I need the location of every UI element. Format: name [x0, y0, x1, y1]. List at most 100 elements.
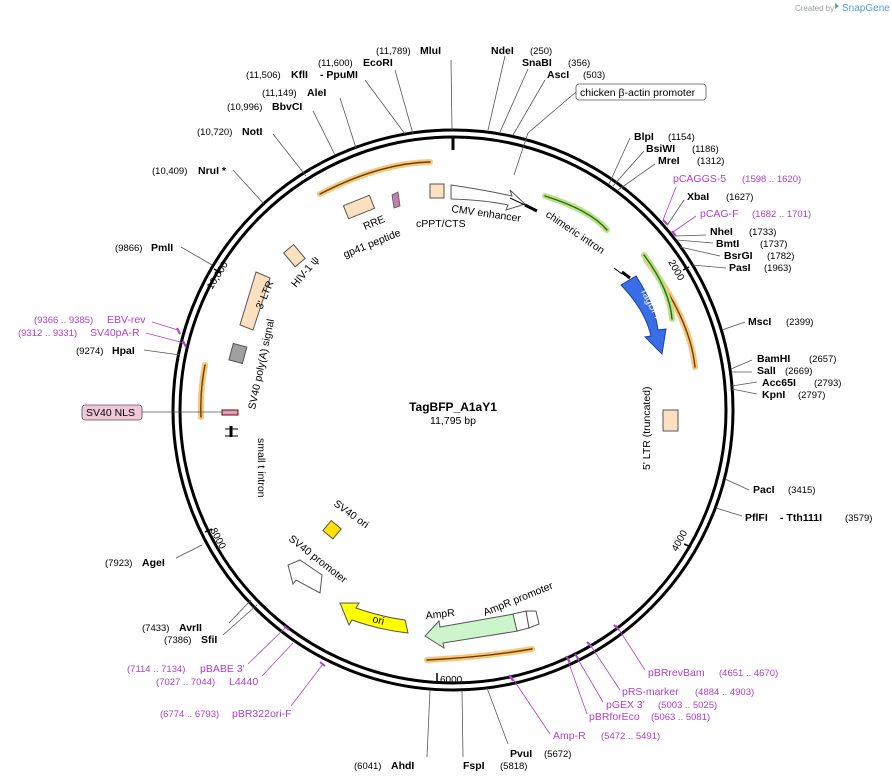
- enzyme-bsiwi[interactable]: BsiWI (1186): [612, 143, 719, 187]
- svg-text:SalI: SalI: [757, 365, 776, 377]
- svg-text:BsrGI: BsrGI: [724, 250, 753, 262]
- enzyme-xbai[interactable]: XbaI (1627): [667, 191, 753, 225]
- svg-text:pCAGGS-5: pCAGGS-5: [673, 173, 726, 185]
- enzyme-snabi[interactable]: SnaBI (356): [499, 57, 590, 133]
- primer-pbrrevbam[interactable]: pBRrevBam (4651 .. 4670): [613, 624, 778, 679]
- svg-text:(5472 .. 5491): (5472 .. 5491): [601, 731, 660, 742]
- orf-arcs: [197, 159, 698, 663]
- enzyme-hpai[interactable]: (9274) HpaI: [76, 345, 181, 357]
- svg-text:(5063 .. 5081): (5063 .. 5081): [651, 712, 710, 723]
- enzyme-mlui[interactable]: (11,789) MluI: [376, 45, 453, 131]
- ltr5-label: 5' LTR (truncated): [641, 386, 653, 470]
- enzyme-asci[interactable]: AscI (503): [512, 69, 605, 136]
- svg-text:(10,409): (10,409): [152, 166, 187, 177]
- svg-text:(7027 .. 7044): (7027 .. 7044): [156, 677, 215, 688]
- backbone-outer: [171, 128, 735, 692]
- enzyme-paci[interactable]: PacI (3415): [724, 478, 815, 496]
- enzyme-agei[interactable]: (7923) AgeI: [105, 544, 203, 569]
- enzyme-kpni[interactable]: KpnI (2797): [731, 388, 825, 401]
- ori-arrow: [339, 602, 409, 634]
- svg-text:AleI: AleI: [307, 87, 326, 99]
- svg-text:(4884 .. 4903): (4884 .. 4903): [695, 687, 754, 698]
- enzyme-ahdi[interactable]: (6041) AhdI: [354, 689, 431, 772]
- svg-text:AscI: AscI: [547, 69, 569, 81]
- chicken-actin-callout: chicken β-actin promoter: [527, 83, 707, 134]
- primer-prsmarker[interactable]: pRS-marker (4884 .. 4903): [586, 641, 754, 698]
- enzyme-pflfi[interactable]: PflFI - Tth111I (3579): [715, 507, 872, 524]
- polya-label: SV40 poly(A) signal: [246, 318, 277, 411]
- svg-text:NdeI: NdeI: [491, 45, 514, 57]
- small-t-label: small t intron: [255, 438, 267, 498]
- enzyme-fspi[interactable]: FspI (5818): [461, 689, 527, 772]
- primer-pcaggs5[interactable]: pCAGGS-5 (1598 .. 1620): [662, 173, 801, 226]
- svg-text:SV40pA-R: SV40pA-R: [90, 327, 140, 339]
- svg-text:(9366 .. 9385): (9366 .. 9385): [34, 315, 93, 326]
- enzyme-pmli[interactable]: (9866) PmlI: [115, 242, 213, 266]
- svg-text:(7433): (7433): [142, 623, 169, 634]
- svg-text:(1682 .. 1701): (1682 .. 1701): [752, 209, 811, 220]
- enzyme-noti[interactable]: (10,720) NotI: [197, 126, 307, 177]
- enzyme-bbvci[interactable]: (10,996) BbvCI: [227, 101, 336, 156]
- svg-text:SnaBI: SnaBI: [522, 57, 552, 69]
- svg-text:EcoRI: EcoRI: [363, 57, 393, 69]
- enzyme-nrui[interactable]: (10,409) NruI *: [152, 165, 265, 205]
- green-arcs: [542, 193, 675, 322]
- ltr5-box: [662, 409, 679, 432]
- enzyme-alei[interactable]: (11,149) AleI: [262, 87, 357, 149]
- svg-text:(1733): (1733): [749, 227, 776, 238]
- svg-text:pBR322ori-F: pBR322ori-F: [232, 708, 292, 720]
- svg-text:pCAG-F: pCAG-F: [700, 208, 739, 220]
- enzyme-kfli[interactable]: (11,506) KflI - PpuMI: [246, 69, 406, 135]
- rre-box: [342, 194, 376, 220]
- svg-text:SfiI: SfiI: [201, 634, 217, 646]
- enzyme-mrei[interactable]: MreI (1312): [617, 155, 724, 191]
- svg-text:AhdI: AhdI: [391, 760, 414, 772]
- svg-text:XbaI: XbaI: [687, 191, 709, 203]
- hiv-box: [282, 243, 306, 268]
- svg-text:pBRrevBam: pBRrevBam: [648, 667, 705, 679]
- enzyme-avrii[interactable]: (7433) AvrII: [142, 599, 252, 634]
- enzyme-msci[interactable]: MscI (2399): [721, 316, 813, 331]
- primer-pbrforeco[interactable]: pBRforEco (5063 .. 5081): [565, 655, 710, 723]
- tagbfp-arrow: [620, 275, 667, 356]
- svg-text:(1154): (1154): [668, 132, 695, 143]
- enzyme-bsrgi[interactable]: BsrGI (1782): [679, 246, 794, 262]
- brand-created-by: Created by: [795, 4, 834, 13]
- svg-text:(5003 .. 5025): (5003 .. 5025): [658, 700, 717, 711]
- svg-text:(9312 .. 9331): (9312 .. 9331): [18, 328, 77, 339]
- enzyme-ndei[interactable]: NdeI (250): [487, 45, 552, 131]
- primer-pcagf[interactable]: pCAG-F (1682 .. 1701): [671, 208, 811, 237]
- svg-text:(11,789): (11,789): [376, 46, 411, 57]
- svg-text:(356): (356): [568, 58, 590, 69]
- tick-6000: 6000: [436, 673, 463, 686]
- enzyme-sali[interactable]: SalI (2669): [731, 365, 812, 377]
- svg-text:(2399): (2399): [786, 317, 813, 328]
- primer-l4440[interactable]: (7027 .. 7044) L4440: [156, 642, 294, 688]
- primer-pbabe3[interactable]: (7114 .. 7134) pBABE 3': [127, 625, 290, 675]
- enzyme-bamhi[interactable]: BamHI (2657): [730, 353, 836, 370]
- primer-ebvrev[interactable]: (9366 .. 9385) EBV-rev: [34, 314, 181, 335]
- enzyme-pvui[interactable]: PvuI (5672): [486, 687, 571, 760]
- enzyme-nhei[interactable]: NheI (1733): [675, 226, 776, 238]
- enzyme-pasi[interactable]: PasI (1963): [691, 262, 791, 274]
- primer-pbr322orif[interactable]: (6774 .. 6793) pBR322ori-F: [160, 661, 326, 720]
- svg-text:(1312): (1312): [697, 156, 724, 167]
- primer-pgex3[interactable]: pGEX 3' (5003 .. 5025): [574, 653, 717, 711]
- svg-text:AgeI: AgeI: [142, 557, 165, 569]
- svg-text:MscI: MscI: [748, 316, 771, 328]
- svg-text:NruI *: NruI *: [198, 165, 227, 177]
- enzyme-bmti[interactable]: BmtI (1737): [676, 238, 787, 250]
- svg-text:PmlI: PmlI: [151, 242, 173, 254]
- svg-text:6000: 6000: [440, 675, 463, 686]
- primer-sv40par[interactable]: (9312 .. 9331) SV40pA-R: [18, 327, 187, 348]
- enzyme-sfii[interactable]: (7386) SfiI: [164, 604, 258, 646]
- svg-text:(7386): (7386): [164, 635, 191, 646]
- enzyme-blpi[interactable]: BlpI (1154): [608, 131, 695, 185]
- enzyme-acc65i[interactable]: Acc65I (2793): [731, 377, 841, 389]
- svg-text:FspI: FspI: [463, 760, 485, 772]
- svg-text:pRS-marker: pRS-marker: [622, 686, 679, 698]
- primer-ampr[interactable]: Amp-R (5472 .. 5491): [508, 674, 660, 742]
- ampr-label: AmpR: [425, 607, 456, 622]
- enzyme-ecori[interactable]: (11,600) EcoRI: [318, 57, 414, 135]
- svg-text:NotI: NotI: [242, 126, 262, 138]
